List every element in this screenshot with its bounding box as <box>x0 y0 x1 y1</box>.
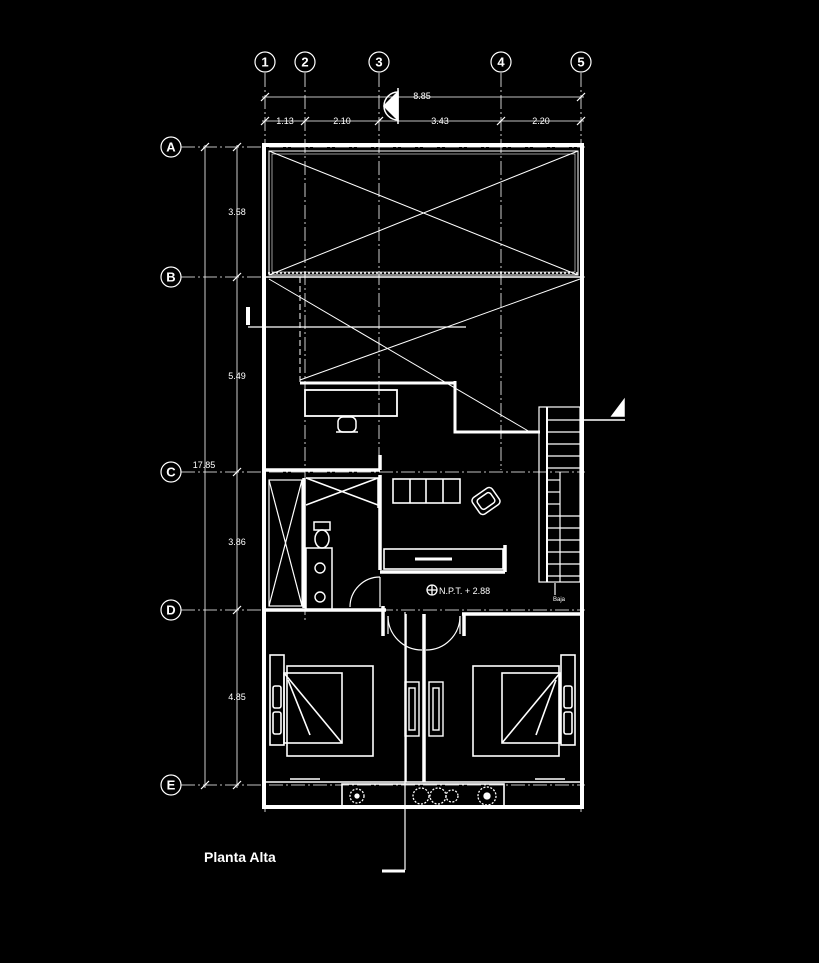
staircase[interactable] <box>538 406 581 595</box>
void-zone-middle <box>268 277 581 434</box>
closet-right[interactable] <box>428 681 444 737</box>
grid-label-5: 5 <box>577 55 584 70</box>
drawing-title: Planta Alta <box>204 849 276 865</box>
interior-walls <box>266 455 582 783</box>
horizontal-dimensions <box>260 92 586 126</box>
desk-chair-icon[interactable] <box>336 416 358 433</box>
dimension-span-d-e: 4.85 <box>228 692 246 702</box>
dimension-span-1-2: 1.13 <box>276 116 294 126</box>
void-zone-top <box>264 150 582 278</box>
dimension-span-3-4: 3.43 <box>431 116 449 126</box>
armchair-icon[interactable] <box>470 486 501 516</box>
bed-left[interactable] <box>269 654 374 757</box>
section-marker-right-icon[interactable] <box>580 397 625 421</box>
grid-bubble-1[interactable]: 1 <box>254 51 276 73</box>
bath-counter <box>305 477 379 611</box>
grid-bubble-3[interactable]: 3 <box>368 51 390 73</box>
tv-cabinet[interactable] <box>383 548 504 570</box>
bathroom-door[interactable] <box>349 576 381 608</box>
vertical-dimensions <box>200 142 242 790</box>
plant-icon <box>349 786 497 806</box>
dimension-span-a-b: 3.58 <box>228 207 246 217</box>
balcony-planters <box>341 783 505 809</box>
grid-label-1: 1 <box>261 55 268 70</box>
grid-bubble-c[interactable]: C <box>160 461 182 483</box>
grid-bubble-b[interactable]: B <box>160 266 182 288</box>
dimension-overall-width: 8.85 <box>413 91 431 101</box>
dimension-span-c-d: 3.86 <box>228 537 246 547</box>
column-grid: 1 2 3 4 5 <box>254 51 592 73</box>
level-label: N.P.T. + 2.88 <box>439 586 490 596</box>
shower[interactable] <box>268 479 303 607</box>
desk[interactable] <box>304 389 398 417</box>
row-grid: A B C D E <box>160 136 182 796</box>
exterior-walls <box>262 143 584 809</box>
bed-right[interactable] <box>472 654 576 757</box>
grid-label-a: A <box>166 140 176 155</box>
dimension-span-2-3: 2.10 <box>333 116 351 126</box>
grid-bubble-5[interactable]: 5 <box>570 51 592 73</box>
stair-direction-label: Baja <box>553 597 566 603</box>
grid-bubble-4[interactable]: 4 <box>490 51 512 73</box>
grid-label-d: D <box>166 603 175 618</box>
grid-bubble-d[interactable]: D <box>160 599 182 621</box>
grid-label-2: 2 <box>301 55 308 70</box>
dimension-overall-length: 17.85 <box>193 460 216 470</box>
grid-label-4: 4 <box>497 55 505 70</box>
grid-label-c: C <box>166 465 176 480</box>
grid-bubble-2[interactable]: 2 <box>294 51 316 73</box>
grid-bubble-e[interactable]: E <box>160 774 182 796</box>
level-marker-icon <box>426 584 438 596</box>
closet-left[interactable] <box>404 681 420 737</box>
sink-icon[interactable] <box>314 562 326 603</box>
sofa[interactable] <box>392 478 461 504</box>
grid-label-3: 3 <box>375 55 382 70</box>
section-marker-top-icon[interactable] <box>382 88 399 124</box>
grid-bubble-a[interactable]: A <box>160 136 182 158</box>
toilet-icon[interactable] <box>313 521 331 549</box>
grid-label-b: B <box>166 270 175 285</box>
section-cut-line <box>246 307 466 873</box>
bedroom-doors[interactable] <box>387 615 461 651</box>
dimension-span-b-c: 5.49 <box>228 371 246 381</box>
grid-label-e: E <box>167 778 176 793</box>
dimension-span-4-5: 2.20 <box>532 116 550 126</box>
